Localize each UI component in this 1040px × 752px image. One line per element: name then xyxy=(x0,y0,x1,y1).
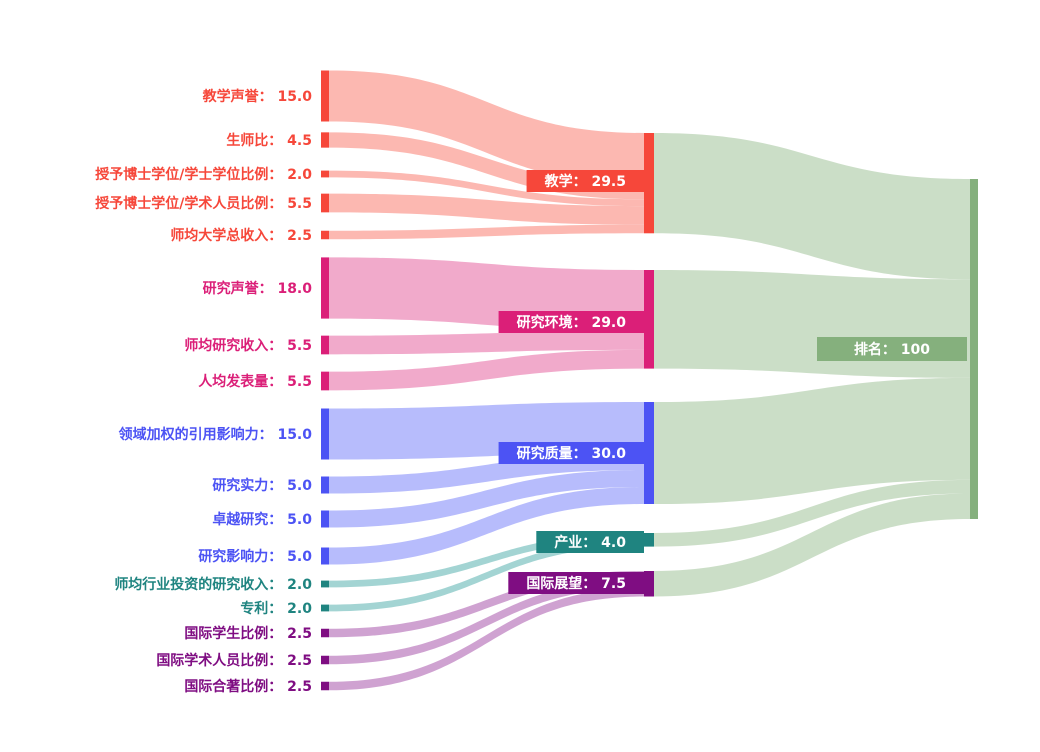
source-node-9 xyxy=(321,476,329,494)
source-label: 授予博士学位/学士学位比例： 2.0 xyxy=(95,166,312,183)
source-node-15 xyxy=(321,655,329,665)
source-label: 师均研究收入： 5.5 xyxy=(184,337,312,354)
pillar-node-2 xyxy=(644,402,654,504)
source-node-16 xyxy=(321,681,329,691)
total-label: 排名： 100 xyxy=(854,341,930,358)
link-source-11 xyxy=(329,487,644,565)
pillar-label-box xyxy=(526,170,644,192)
source-label: 师均大学总收入： 2.5 xyxy=(170,227,312,244)
source-node-11 xyxy=(321,547,329,565)
source-node-4 xyxy=(321,230,329,240)
link-source-16 xyxy=(329,588,644,691)
source-node-1 xyxy=(321,132,329,148)
link-source-7 xyxy=(329,349,644,391)
source-label: 专利： 2.0 xyxy=(240,600,312,617)
source-node-3 xyxy=(321,193,329,213)
pillar-label-box xyxy=(498,442,644,464)
source-label: 师均行业投资的研究收入： 2.0 xyxy=(114,576,312,593)
pillar-label: 研究质量： 30.0 xyxy=(517,445,627,462)
source-node-13 xyxy=(321,604,329,612)
pillar-node-1 xyxy=(644,270,654,369)
source-label: 生师比： 4.5 xyxy=(226,132,312,149)
source-label: 国际学生比例： 2.5 xyxy=(184,625,312,642)
source-node-0 xyxy=(321,70,329,122)
link-pillar-3 xyxy=(654,479,970,547)
pillar-node-0 xyxy=(644,133,654,234)
link-pillar-4 xyxy=(654,493,970,597)
link-pillar-0 xyxy=(654,133,970,280)
pillar-label: 产业： 4.0 xyxy=(554,534,626,551)
pillar-label: 教学： 29.5 xyxy=(545,173,626,190)
link-source-10 xyxy=(329,470,644,528)
source-node-7 xyxy=(321,371,329,391)
pillar-label-box xyxy=(536,531,644,553)
link-source-3 xyxy=(329,193,644,225)
link-pillar-2 xyxy=(654,377,970,504)
total-label-box xyxy=(817,337,967,361)
source-label: 人均发表量： 5.5 xyxy=(198,373,312,390)
source-node-6 xyxy=(321,335,329,355)
total-node xyxy=(970,179,978,519)
label-layer: 教学声誉： 15.0 生师比： 4.5 授予博士学位/学士学位比例： 2.0 授予博士… xyxy=(95,88,967,695)
source-node-8 xyxy=(321,408,329,460)
source-label: 研究影响力： 5.0 xyxy=(198,548,312,565)
pillar-label: 国际展望： 7.5 xyxy=(526,575,626,592)
source-node-2 xyxy=(321,170,329,178)
link-source-15 xyxy=(329,579,644,665)
link-source-14 xyxy=(329,571,644,638)
link-layer xyxy=(329,70,970,691)
link-pillar-1 xyxy=(654,270,970,378)
link-source-12 xyxy=(329,533,644,588)
source-label: 授予博士学位/学术人员比例： 5.5 xyxy=(95,195,312,212)
source-label: 领域加权的引用影响力： 15.0 xyxy=(119,426,313,443)
link-source-2 xyxy=(329,170,644,207)
source-label: 教学声誉： 15.0 xyxy=(203,88,313,105)
pillar-label-box xyxy=(508,572,644,594)
link-source-4 xyxy=(329,224,644,240)
source-node-5 xyxy=(321,257,329,319)
link-source-0 xyxy=(329,70,644,184)
pillar-label-box xyxy=(498,311,644,333)
pillar-label: 研究环境： 29.0 xyxy=(517,314,627,331)
node-layer xyxy=(321,70,978,691)
link-source-6 xyxy=(329,331,644,355)
source-label: 国际学术人员比例： 2.5 xyxy=(156,652,312,669)
link-source-13 xyxy=(329,539,644,612)
source-label: 研究声誉： 18.0 xyxy=(203,280,313,297)
source-label: 研究实力： 5.0 xyxy=(212,477,312,494)
source-node-14 xyxy=(321,628,329,638)
pillar-node-3 xyxy=(644,533,654,547)
source-label: 卓越研究： 5.0 xyxy=(212,511,312,528)
pillar-node-4 xyxy=(644,571,654,597)
source-node-12 xyxy=(321,580,329,588)
source-label: 国际合著比例： 2.5 xyxy=(184,678,312,695)
source-node-10 xyxy=(321,510,329,528)
